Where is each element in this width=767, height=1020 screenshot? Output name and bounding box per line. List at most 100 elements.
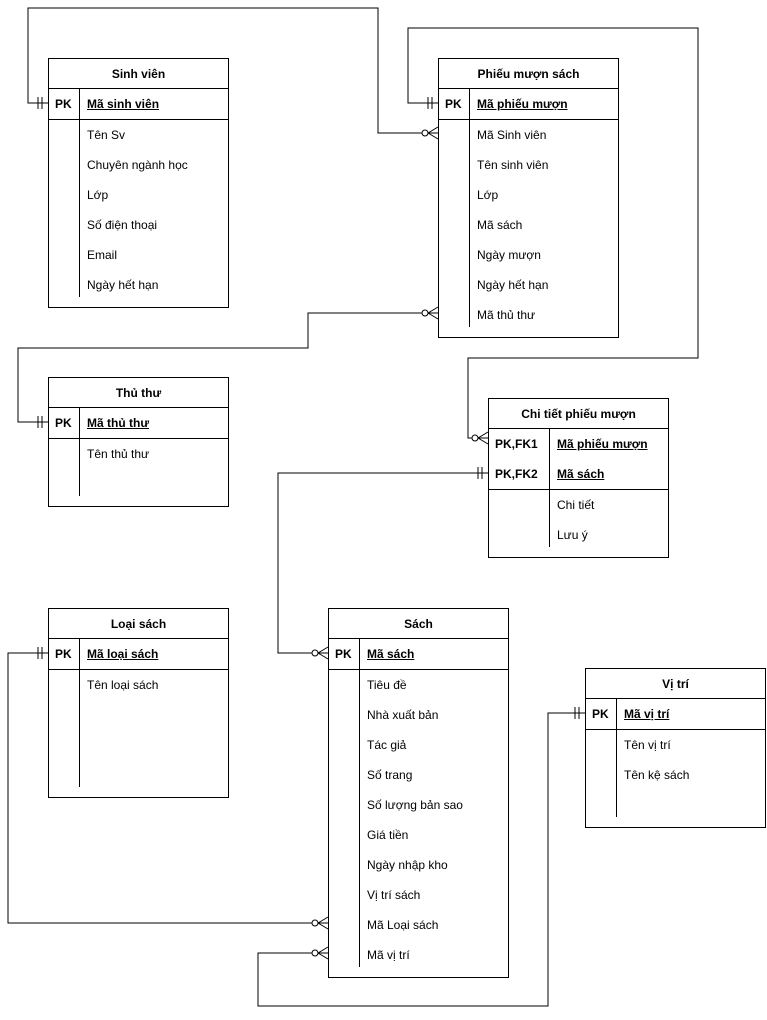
entity-title: Vị trí (586, 669, 765, 699)
attribute-row[interactable]: Mã vị trí (329, 940, 508, 970)
attribute-section: Tên thủ thư (49, 439, 228, 469)
key-field-name: Mã loại sách (87, 647, 159, 661)
column-divider (469, 89, 470, 327)
attribute-row[interactable]: Mã Loại sách (329, 910, 508, 940)
attribute-name: Tên thủ thư (87, 447, 150, 461)
attribute-row[interactable]: Nhà xuất bản (329, 700, 508, 730)
attribute-row[interactable]: Tên Sv (49, 120, 228, 150)
attribute-section: Tên loại sách (49, 670, 228, 700)
key-row[interactable]: PK Mã thủ thư (49, 408, 228, 438)
key-field-name: Mã phiếu mượn (557, 437, 648, 451)
attribute-row[interactable]: Chuyên ngành học (49, 150, 228, 180)
key-field-name: Mã sách (557, 467, 605, 481)
key-field-name: Mã phiếu mượn (477, 97, 568, 111)
attribute-name: Số lượng bản sao (367, 798, 463, 812)
attribute-name: Số điện thoại (87, 218, 158, 232)
column-divider (79, 408, 80, 496)
key-label: PK (445, 97, 462, 111)
column-divider (616, 699, 617, 817)
entity-title: Loại sách (49, 609, 228, 639)
attribute-name: Mã sách (477, 218, 523, 232)
attribute-name: Mã Sinh viên (477, 128, 547, 142)
one-mandatory-markers (37, 97, 580, 719)
attribute-row[interactable]: Lớp (439, 180, 618, 210)
attribute-name: Lớp (87, 188, 109, 202)
key-label: PK (592, 707, 609, 721)
attribute-name: Giá tiền (367, 828, 409, 842)
key-row[interactable]: PK Mã loại sách (49, 639, 228, 669)
attribute-name: Số trang (367, 768, 413, 782)
attribute-name: Tên sinh viên (477, 158, 549, 172)
attribute-name: Mã thủ thư (477, 308, 536, 322)
attribute-name: Chi tiết (557, 498, 595, 512)
attribute-row[interactable]: Chi tiết (489, 490, 668, 520)
attribute-row[interactable]: Tên thủ thư (49, 439, 228, 469)
attribute-row[interactable]: Ngày nhập kho (329, 850, 508, 880)
attribute-name: Mã Loại sách (367, 918, 439, 932)
key-label: PK (335, 647, 352, 661)
attribute-row[interactable]: Mã Sinh viên (439, 120, 618, 150)
attribute-name: Lưu ý (557, 528, 588, 542)
attribute-row[interactable]: Lớp (49, 180, 228, 210)
attribute-row[interactable]: Tác giả (329, 730, 508, 760)
attribute-row[interactable]: Ngày hết hạn (49, 270, 228, 300)
attribute-row[interactable]: Tên kệ sách (586, 760, 765, 790)
attribute-row[interactable]: Ngày mượn (439, 240, 618, 270)
column-divider (79, 639, 80, 787)
key-row[interactable]: PK Mã vị trí (586, 699, 765, 729)
attribute-name: Chuyên ngành học (87, 158, 188, 172)
key-field-name: Mã sách (367, 647, 415, 661)
connector-thuthu-phieumuon (17, 312, 438, 423)
connector-sinhvien-phieumuon (27, 7, 438, 134)
attribute-row[interactable]: Lưu ý (489, 520, 668, 550)
entity-title: Chi tiết phiếu mượn (489, 399, 668, 429)
key-row[interactable]: PK Mã sách (329, 639, 508, 669)
column-divider (359, 639, 360, 967)
attribute-row[interactable]: Mã thủ thư (439, 300, 618, 330)
entity-title: Sách (329, 609, 508, 639)
attribute-row[interactable]: Tên loại sách (49, 670, 228, 700)
attribute-row[interactable]: Tên vị trí (586, 730, 765, 760)
primary-key-section: PK Mã sách (329, 639, 508, 670)
connector-vitri-sach (257, 712, 585, 1007)
attribute-row[interactable]: Mã sách (439, 210, 618, 240)
connector-phieumuon-chitiet (407, 27, 699, 439)
attribute-row[interactable]: Vị trí sách (329, 880, 508, 910)
attribute-name: Tên kệ sách (624, 768, 690, 782)
attribute-row[interactable]: Tên sinh viên (439, 150, 618, 180)
attribute-name: Nhà xuất bản (367, 708, 439, 722)
primary-key-section: PK Mã thủ thư (49, 408, 228, 439)
attribute-row[interactable]: Ngày hết hạn (439, 270, 618, 300)
entity-title: Phiếu mượn sách (439, 59, 618, 89)
attribute-row[interactable]: Số lượng bản sao (329, 790, 508, 820)
column-divider (79, 89, 80, 297)
attribute-row[interactable]: Số trang (329, 760, 508, 790)
attribute-row[interactable]: Tiêu đề (329, 670, 508, 700)
key-field-name: Mã vị trí (624, 707, 670, 721)
attribute-row[interactable]: Giá tiền (329, 820, 508, 850)
key-label: PK (55, 416, 72, 430)
entity-title: Thủ thư (49, 378, 228, 408)
key-row[interactable]: PK Mã phiếu mượn (439, 89, 618, 119)
attribute-row[interactable]: Số điện thoại (49, 210, 228, 240)
attribute-row[interactable]: Email (49, 240, 228, 270)
attribute-name: Ngày hết hạn (87, 278, 159, 292)
key-field-name: Mã thủ thư (87, 416, 150, 430)
key-label: PK (55, 647, 72, 661)
